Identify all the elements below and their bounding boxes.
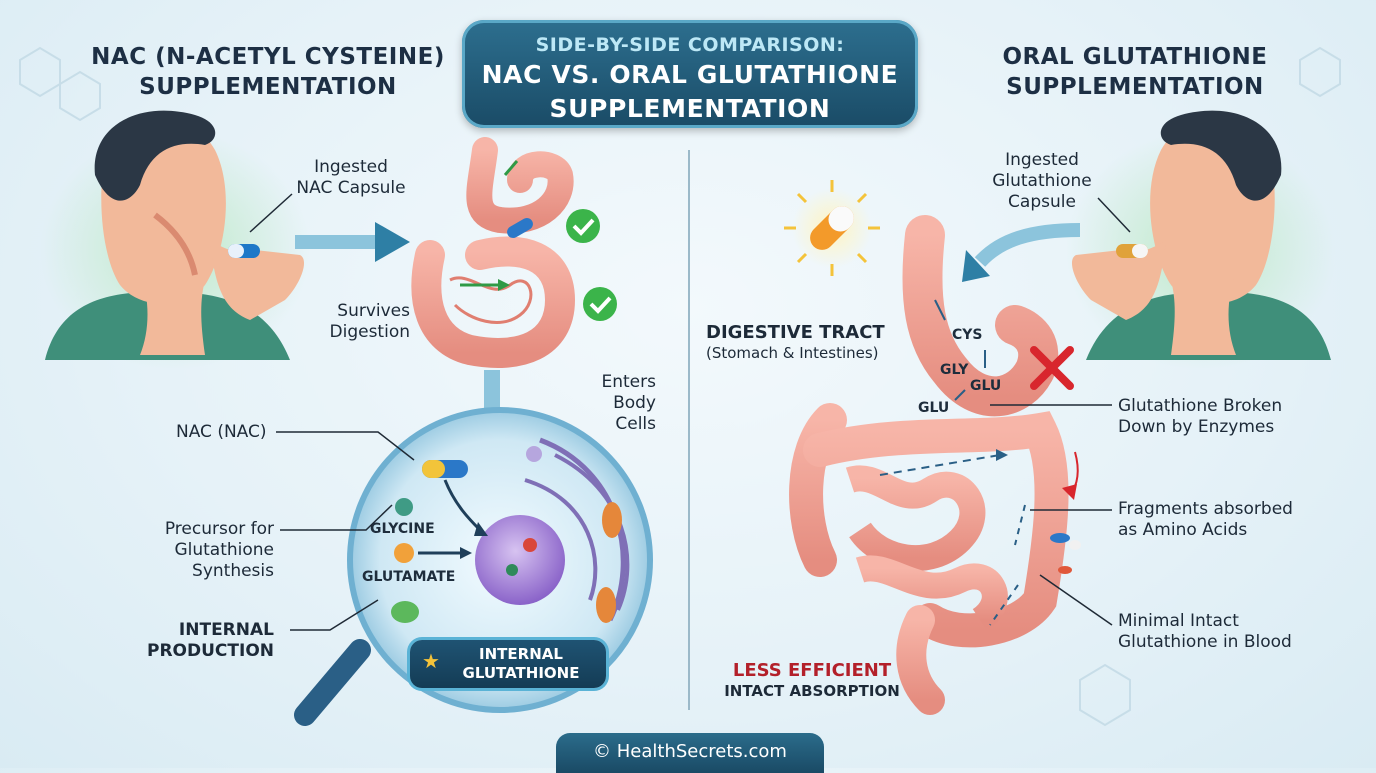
precursor-label: Precursor for Glutathione Synthesis <box>120 519 274 582</box>
banner-subtitle: SIDE-BY-SIDE COMPARISON: <box>535 34 845 56</box>
ingested-nac-line2: NAC Capsule <box>296 178 406 198</box>
enters-line2: Body <box>613 393 656 413</box>
less-efficient-line: LESS EFFICIENT <box>732 660 892 681</box>
gly-label: GLY <box>940 362 969 378</box>
check-icon <box>583 287 617 321</box>
arrow-to-stomach-left <box>295 222 410 262</box>
broken-line1: Glutathione Broken <box>1118 396 1283 416</box>
left-person-illustration <box>40 110 310 370</box>
sun-capsule-icon <box>784 180 880 276</box>
survives-digestion-label: Survives Digestion <box>300 301 410 343</box>
precursor-line3: Synthesis <box>192 561 274 581</box>
banner-title-line1: NAC VS. ORAL GLUTATHIONE <box>481 60 899 89</box>
cross-icon <box>1030 346 1074 390</box>
left-section-title: NAC (N-ACETYL CYSTEINE) SUPPLEMENTATION <box>78 42 458 102</box>
glycine-label: GLYCINE <box>370 521 435 537</box>
broken-line2: Down by Enzymes <box>1118 417 1275 437</box>
enters-cells-label: Enters Body Cells <box>570 372 657 435</box>
internal-glutathione-badge: ★ INTERNAL GLUTATHIONE <box>410 640 606 688</box>
footer-credit: © HealthSecrets.com <box>556 733 824 773</box>
internal-production-line1: INTERNAL <box>178 620 274 640</box>
fragments-line1: Fragments absorbed <box>1118 499 1293 519</box>
hexagon-decoration <box>19 46 1341 727</box>
ingested-glutathione-line2: Glutathione <box>992 171 1092 191</box>
left-digestive-system <box>411 137 576 368</box>
tract-line2: (Stomach & Intestines) <box>706 344 879 362</box>
fragments-label: Fragments absorbed as Amino Acids <box>1118 499 1348 541</box>
tract-line1: DIGESTIVE TRACT <box>706 322 885 343</box>
minimal-intact-label: Minimal Intact Glutathione in Blood <box>1118 611 1348 653</box>
enters-line1: Enters <box>601 372 657 392</box>
minimal-line2: Glutathione in Blood <box>1118 632 1292 652</box>
internal-production-line2: PRODUCTION <box>147 641 274 661</box>
ingested-glutathione-label: Ingested Glutathione Capsule <box>980 150 1104 213</box>
survives-line1: Survives <box>337 301 410 321</box>
right-section-title: ORAL GLUTATHIONE SUPPLEMENTATION <box>950 42 1320 102</box>
ingested-nac-label: Ingested NAC Capsule <box>276 157 426 199</box>
red-down-arrow <box>1062 451 1079 500</box>
nac-label: NAC (NAC) <box>176 422 267 442</box>
left-title-line2: SUPPLEMENTATION <box>139 74 397 100</box>
enters-line3: Cells <box>615 414 656 434</box>
cys-label: CYS <box>952 327 983 343</box>
badge-line1: INTERNAL <box>479 645 563 663</box>
survives-line2: Digestion <box>329 322 410 342</box>
glu-label-1: GLU <box>970 378 1002 394</box>
precursor-line2: Glutathione <box>174 540 274 560</box>
fragments-line2: as Amino Acids <box>1118 520 1248 540</box>
less-efficient-label: LESS EFFICIENT INTACT ABSORPTION <box>712 660 912 702</box>
right-person-illustration <box>1066 110 1336 370</box>
arrow-to-stomach-right <box>962 223 1081 282</box>
minimal-line1: Minimal Intact <box>1118 611 1239 631</box>
ingested-glutathione-line3: Capsule <box>1008 192 1076 212</box>
center-divider <box>688 150 690 710</box>
banner-title-line2: SUPPLEMENTATION <box>549 94 831 123</box>
badge-line2: GLUTATHIONE <box>462 664 580 682</box>
right-title-line2: SUPPLEMENTATION <box>1006 74 1264 100</box>
broken-down-label: Glutathione Broken Down by Enzymes <box>1118 396 1338 438</box>
precursor-line1: Precursor for <box>164 519 274 539</box>
right-title-line1: ORAL GLUTATHIONE <box>1002 44 1268 70</box>
digestive-tract-label: DIGESTIVE TRACT (Stomach & Intestines) <box>706 322 936 364</box>
left-title-line1: NAC (N-ACETYL CYSTEINE) <box>91 44 445 70</box>
glutamate-label: GLUTAMATE <box>362 569 456 585</box>
comparison-banner: SIDE-BY-SIDE COMPARISON: NAC VS. ORAL GL… <box>462 20 918 128</box>
cell-magnifier <box>294 407 653 726</box>
glu-label-2: GLU <box>918 400 950 416</box>
ingested-nac-line1: Ingested <box>314 157 388 177</box>
ingested-glutathione-line1: Ingested <box>1005 150 1079 170</box>
internal-production-label: INTERNAL PRODUCTION <box>120 620 274 662</box>
star-icon: ★ <box>422 649 440 673</box>
right-leader-lines <box>990 197 1131 626</box>
left-leader-lines <box>249 193 415 631</box>
right-digestive-system <box>789 215 1081 715</box>
intact-absorption-line: INTACT ABSORPTION <box>724 682 900 700</box>
check-icon <box>566 209 600 243</box>
